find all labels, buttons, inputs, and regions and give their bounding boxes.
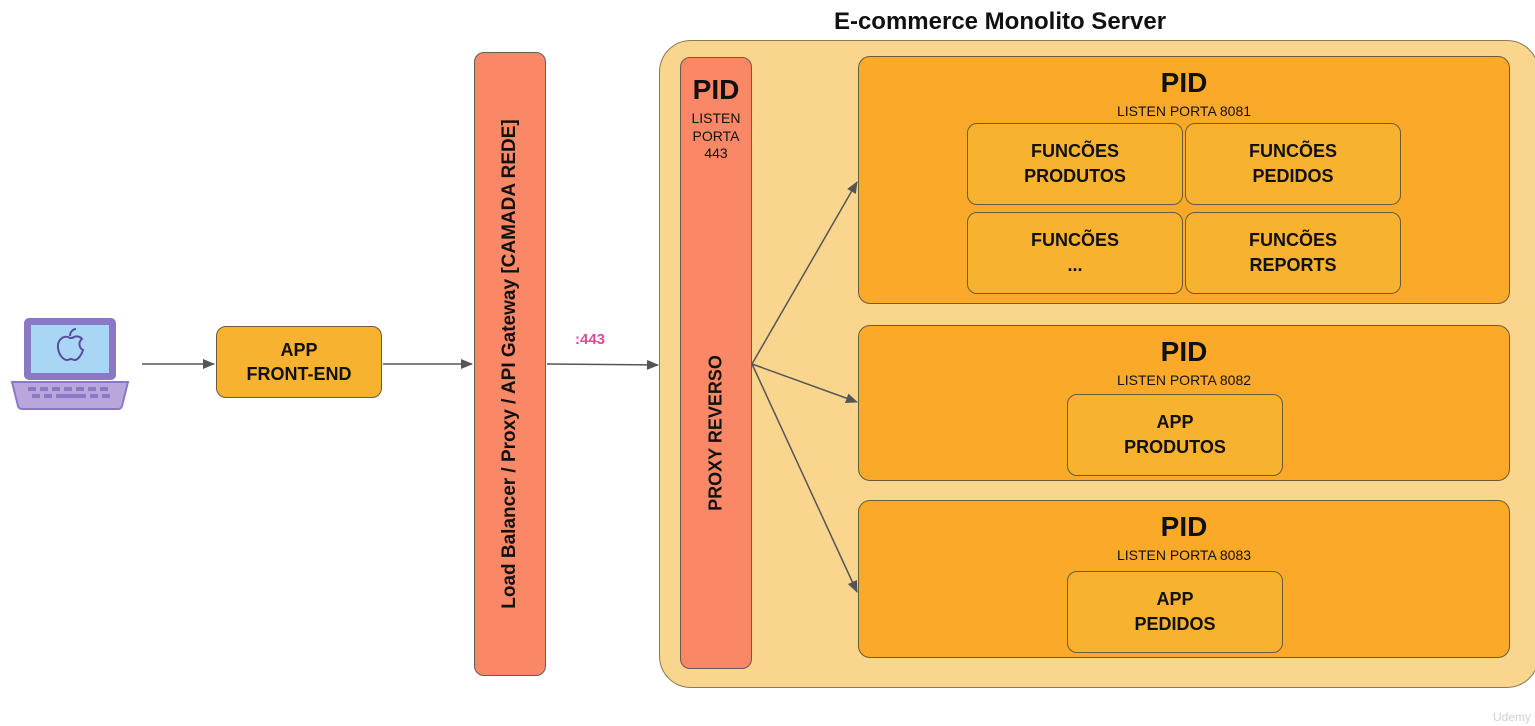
pid-listen-port: LISTEN PORTA 8082: [1116, 372, 1252, 388]
pid-listen-port: LISTEN PORTA 8083: [1116, 547, 1252, 563]
inner-line1: FUNCÕES: [1030, 229, 1119, 250]
inner-line2: PEDIDOS: [1252, 166, 1334, 186]
app-produtos-box: APP PRODUTOS: [1067, 394, 1283, 476]
pid-listen-port: LISTEN PORTA 8081: [1116, 103, 1252, 119]
inner-line2: ...: [1067, 255, 1083, 275]
load-balancer-label: Load Balancer / Proxy / API Gateway [CAM…: [499, 119, 520, 609]
app-frontend-line1: APP: [280, 339, 318, 360]
inner-line2: REPORTS: [1249, 255, 1337, 275]
inner-line1: FUNCÕES: [1030, 140, 1119, 161]
pid-title: PID: [1160, 511, 1208, 542]
funcoes-pedidos-box: FUNCÕES PEDIDOS: [1185, 123, 1401, 205]
proxy-listen-text: LISTEN PORTA 443: [681, 110, 751, 163]
inner-line1: APP: [1156, 411, 1194, 432]
proxy-pid-title: PID: [692, 74, 740, 105]
app-pedidos-box: APP PEDIDOS: [1067, 571, 1283, 653]
port-label: :443: [574, 331, 606, 348]
proxy-reverso-bar: PID LISTEN PORTA 443 PROXY REVERSO: [680, 57, 752, 669]
load-balancer-bar: Load Balancer / Proxy / API Gateway [CAM…: [474, 52, 546, 676]
inner-line2: PRODUTOS: [1124, 437, 1226, 457]
proxy-listen-line3: 443: [704, 145, 728, 161]
proxy-listen-line2: PORTA: [692, 127, 740, 144]
funcoes-others-box: FUNCÕES ...: [967, 212, 1183, 294]
pid-box-8081: PID LISTEN PORTA 8081 FUNCÕES PRODUTOS F…: [858, 56, 1510, 304]
server-title: E-commerce Monolito Server: [833, 8, 1167, 35]
inner-line1: FUNCÕES: [1248, 229, 1337, 250]
app-frontend-line2: FRONT-END: [246, 364, 352, 384]
inner-line1: APP: [1156, 588, 1194, 609]
app-frontend-box: APP FRONT-END: [216, 326, 382, 398]
laptop-icon: [10, 316, 130, 412]
proxy-reverso-label: PROXY REVERSO: [705, 355, 726, 511]
funcoes-produtos-box: FUNCÕES PRODUTOS: [967, 123, 1183, 205]
pid-box-8082: PID LISTEN PORTA 8082 APP PRODUTOS: [858, 325, 1510, 481]
pid-title: PID: [1160, 336, 1208, 367]
inner-line2: PRODUTOS: [1024, 166, 1126, 186]
arrow-lb-to-proxy: [546, 359, 659, 370]
funcoes-reports-box: FUNCÕES REPORTS: [1185, 212, 1401, 294]
pid-box-8083: PID LISTEN PORTA 8083 APP PEDIDOS: [858, 500, 1510, 658]
inner-line2: PEDIDOS: [1134, 614, 1216, 634]
proxy-listen-line1: LISTEN: [691, 110, 741, 126]
inner-line1: FUNCÕES: [1248, 140, 1337, 161]
pid-title: PID: [1160, 67, 1208, 98]
watermark: Udemy: [1492, 710, 1531, 724]
